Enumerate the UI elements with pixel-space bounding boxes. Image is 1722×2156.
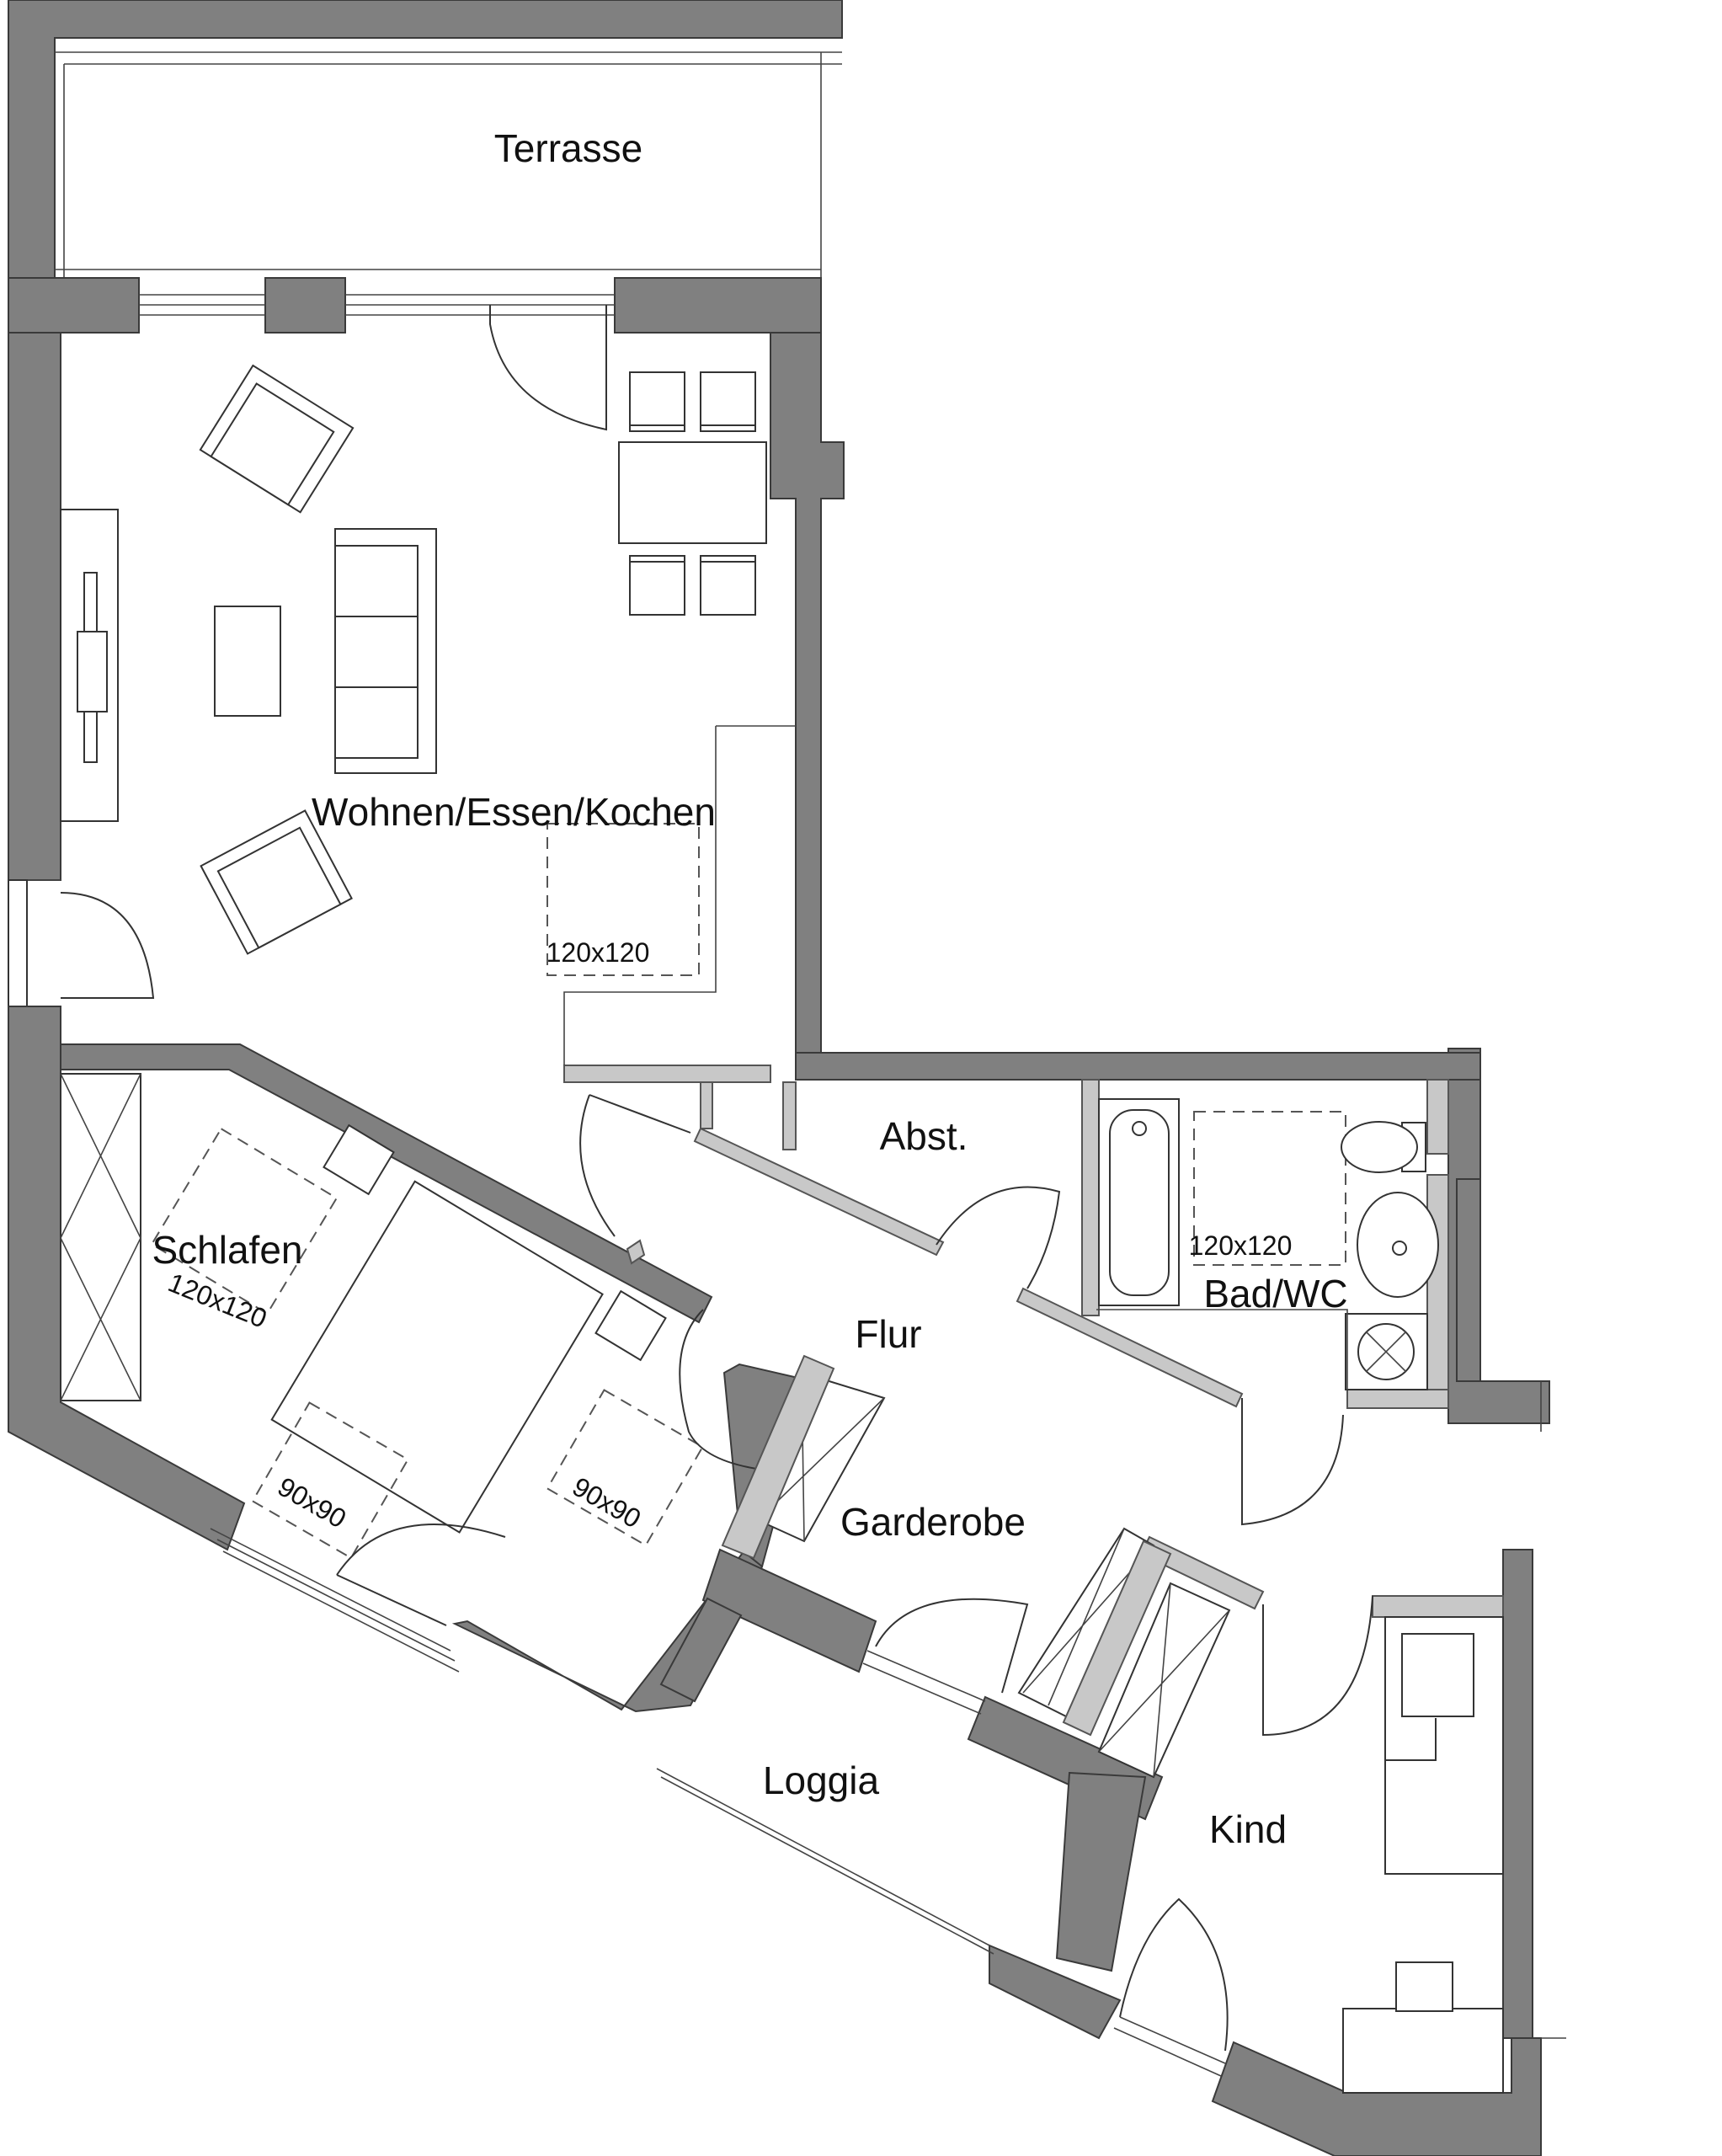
door-swing-icon: [1262, 1595, 1373, 1737]
kitchen-counter-icon: [563, 725, 796, 1065]
door-swing-icon: [875, 1598, 1029, 1694]
door-swing-icon: [1241, 1398, 1344, 1526]
label-bad: Bad/WC: [1203, 1272, 1347, 1315]
label-garderobe: Garderobe: [840, 1500, 1026, 1544]
bathtub-icon: [1098, 1098, 1180, 1306]
label-clearance-schlafen-right: 90x90: [568, 1471, 647, 1534]
bed-icon: [270, 1180, 604, 1534]
door-swing-icon: [579, 1094, 616, 1237]
wardrobe-icon: [1017, 1527, 1231, 1779]
sofa-icon: [334, 528, 437, 774]
label-clearance-bad: 120x120: [1189, 1230, 1293, 1261]
washing-machine-icon: [1345, 1313, 1428, 1390]
label-terrasse: Terrasse: [494, 126, 642, 170]
door-swing-icon: [336, 1524, 506, 1576]
door-swing-icon: [60, 892, 155, 999]
label-clearance-schlafen-left: 90x90: [273, 1471, 352, 1534]
childroom-furniture: [1342, 1381, 1566, 2094]
label-kind: Kind: [1209, 1807, 1287, 1851]
bathroom-fixtures: [1081, 1079, 1439, 1390]
desk-icon: [1342, 1961, 1504, 2094]
living-room-furniture: [60, 305, 796, 1065]
chair-icon: [629, 371, 756, 616]
label-schlafen: Schlafen: [152, 1228, 302, 1272]
label-wohnen: Wohnen/Essen/Kochen: [312, 790, 716, 834]
label-abst: Abst.: [880, 1114, 968, 1158]
door-swing-icon: [679, 1309, 763, 1470]
label-loggia: Loggia: [763, 1758, 880, 1802]
bedroom-furniture: [60, 1073, 809, 1673]
label-clearance-schlafen: 120x120: [164, 1267, 271, 1333]
wardrobe-icon: [60, 1073, 141, 1401]
door-swing-icon: [489, 305, 607, 431]
armchair-icon: [199, 364, 355, 514]
terrace: [8, 0, 843, 279]
armchair-icon: [200, 809, 353, 955]
label-flur: Flur: [855, 1312, 921, 1356]
room-labels: Terrasse Wohnen/Essen/Kochen Abst. Bad/W…: [152, 126, 1347, 1851]
exterior-walls: [8, 277, 1550, 2156]
dining-table-icon: [618, 441, 767, 544]
bed-icon: [1384, 1616, 1504, 1875]
hall-furniture: [579, 1094, 1373, 2077]
washbasin-icon: [1357, 1192, 1439, 1298]
door-swing-icon: [1119, 1897, 1229, 2052]
toilet-icon: [1341, 1121, 1426, 1173]
label-clearance-wohnen: 120x120: [546, 937, 650, 968]
door-swing-icon: [936, 1186, 1061, 1289]
